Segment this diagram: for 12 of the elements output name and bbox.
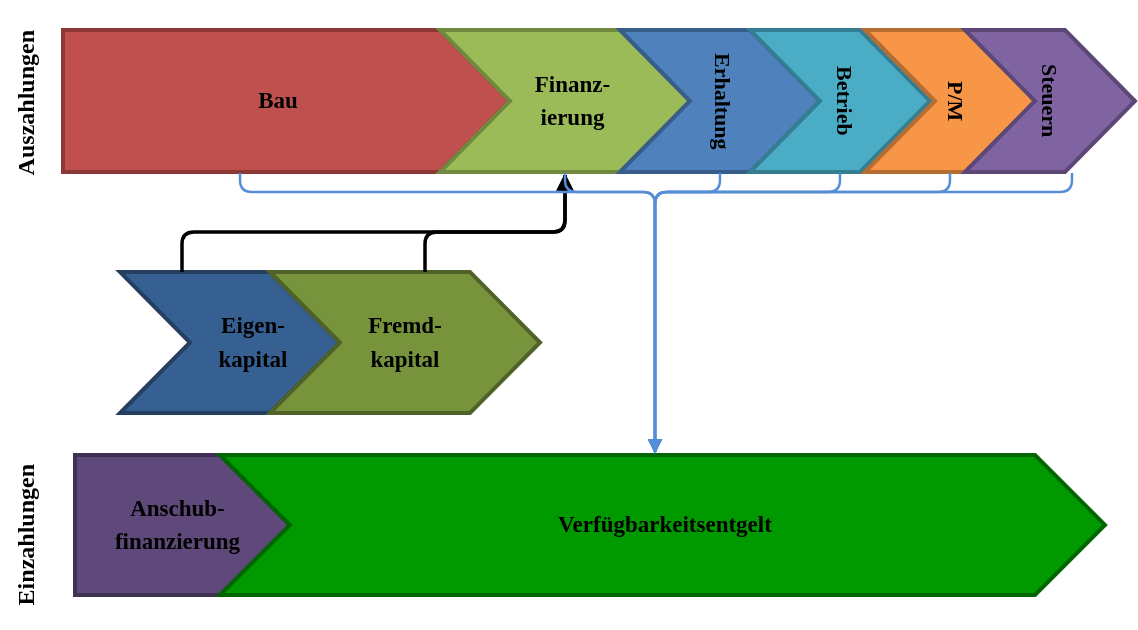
node-label: Anschub- finanzierung <box>113 494 242 556</box>
bracket-arrow <box>423 173 574 272</box>
axis-label: Einzahlungen <box>14 464 38 606</box>
node-label: Betrieb <box>833 66 855 136</box>
node-label: Finanz- ierung <box>533 70 612 132</box>
node-label: Erhaltung <box>711 52 733 150</box>
node-label: P/M <box>944 80 966 122</box>
axis-label: Auszahlungen <box>14 29 38 176</box>
node-label: Verfügbarkeitsentgelt <box>558 511 772 540</box>
node-label: Steuern <box>1038 64 1060 138</box>
node-label: Fremd- kapital <box>367 312 443 374</box>
node-label: Eigen- kapital <box>217 312 289 374</box>
